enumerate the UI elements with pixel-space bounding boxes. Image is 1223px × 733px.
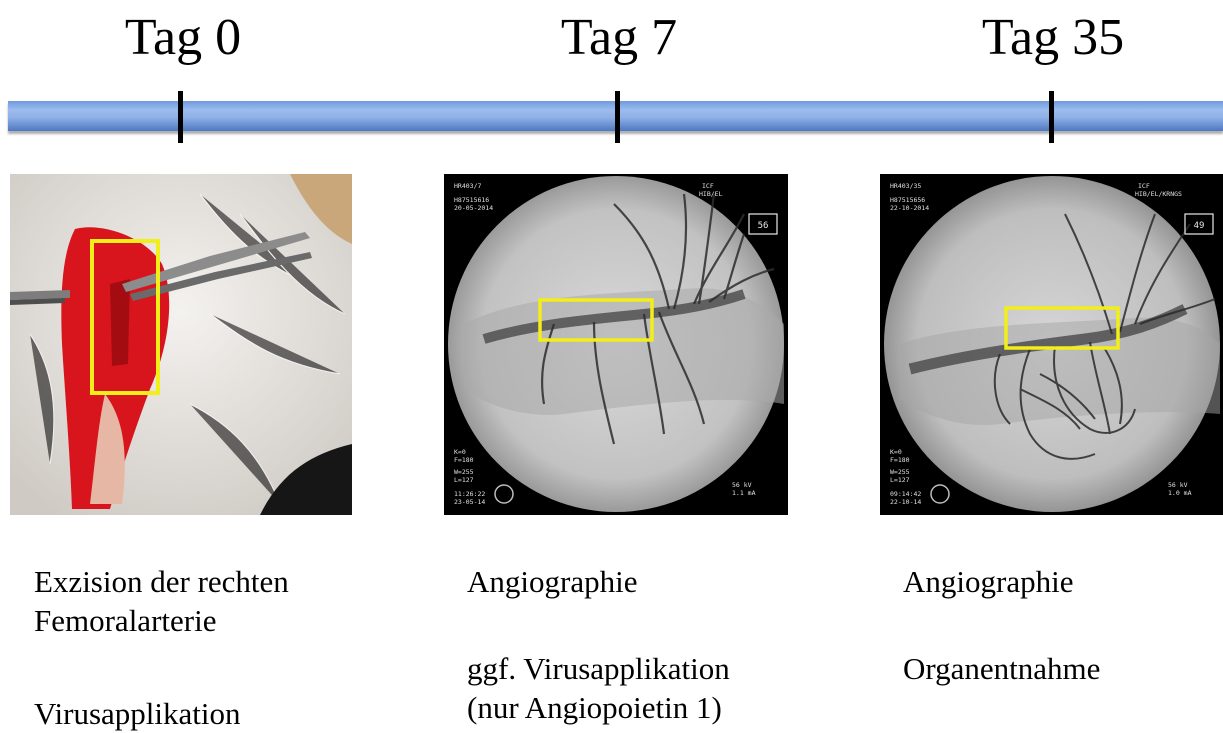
angiogram-day-7: 56 HR403/7 H87515616 20-05-2014 ICF HIB/… <box>444 174 788 515</box>
overlay-site: ICF <box>702 182 714 190</box>
overlay-number: H87515656 <box>890 196 925 204</box>
timeline-tick-day-7 <box>615 91 620 143</box>
overlay-number: H87515616 <box>454 196 489 204</box>
overlay-date: 20-05-2014 <box>454 204 493 212</box>
overlay-k: K=0 <box>890 448 902 456</box>
angiogram-day-35: 49 HR403/35 H87515656 22-10-2014 ICF HIB… <box>880 174 1223 515</box>
timepoint-label-day-7: Tag 7 <box>499 8 739 68</box>
caption-day-0-line-3: Virusapplikation <box>34 695 241 733</box>
caption-day-7-line-2: ggf. Virusapplikation <box>467 650 730 688</box>
overlay-id: HR403/7 <box>454 182 481 190</box>
timepoint-label-day-35: Tag 35 <box>933 8 1173 68</box>
overlay-date-2: 23-05-14 <box>454 498 485 506</box>
overlay-kv: 56 kV <box>1168 481 1188 489</box>
timeline-tick-day-0 <box>178 91 183 143</box>
overlay-date-2: 22-10-14 <box>890 498 921 506</box>
caption-day-0-line-1: Exzision der rechten <box>34 563 289 601</box>
overlay-l: L=127 <box>454 476 474 484</box>
frame-number: 56 <box>758 221 769 231</box>
overlay-site-2: HIB/EL/KRNGS <box>1135 190 1182 198</box>
caption-day-35-line-1: Angiographie <box>903 563 1073 601</box>
overlay-kv: 56 kV <box>732 481 752 489</box>
overlay-time: 09:14:42 <box>890 490 921 498</box>
overlay-k: K=0 <box>454 448 466 456</box>
overlay-date: 22-10-2014 <box>890 204 929 212</box>
caption-day-0-line-2: Femoralarterie <box>34 602 216 640</box>
overlay-ma: 1.0 mA <box>1168 489 1192 497</box>
overlay-w: W=255 <box>454 468 474 476</box>
overlay-f: F=180 <box>454 456 474 464</box>
overlay-w: W=255 <box>890 468 910 476</box>
overlay-time: 11:26:22 <box>454 490 485 498</box>
frame-number: 49 <box>1194 221 1205 231</box>
overlay-l: L=127 <box>890 476 910 484</box>
caption-day-35-line-2: Organentnahme <box>903 650 1100 688</box>
overlay-site-2: HIB/EL <box>699 190 723 198</box>
timeline-tick-day-35 <box>1049 91 1054 143</box>
overlay-f: F=180 <box>890 456 910 464</box>
caption-day-7-line-3: (nur Angiopoietin 1) <box>467 689 722 727</box>
overlay-id: HR403/35 <box>890 182 921 190</box>
caption-day-7-line-1: Angiographie <box>467 563 637 601</box>
surgery-photo <box>10 174 352 515</box>
timepoint-label-day-0: Tag 0 <box>63 8 303 68</box>
overlay-ma: 1.1 mA <box>732 489 756 497</box>
overlay-site: ICF <box>1138 182 1150 190</box>
